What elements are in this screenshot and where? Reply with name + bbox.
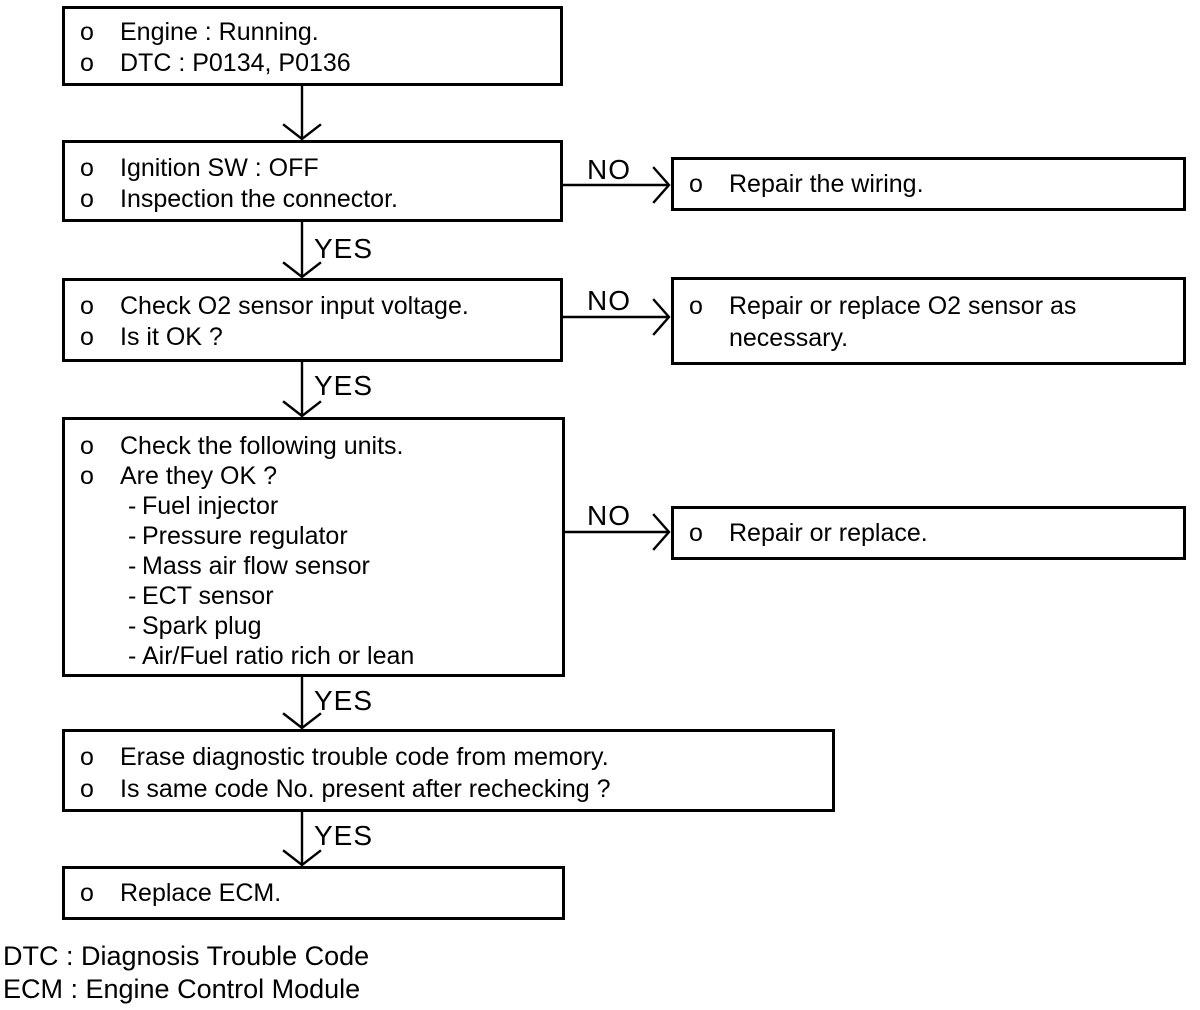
bullet-marker: o (80, 775, 94, 803)
bullet-marker: o (80, 879, 94, 907)
line-text: Repair or replace O2 sensor as necessary… (729, 292, 1077, 352)
line-text: Check the following units. (120, 432, 404, 460)
flow-box-repair-o2-sensor: o Repair or replace O2 sensor as necessa… (671, 277, 1186, 365)
line-text: Pressure regulator (142, 522, 348, 550)
box-line: o Repair the wiring. (674, 169, 1183, 200)
bullet-marker: o (80, 18, 94, 46)
box-line: o Erase diagnostic trouble code from mem… (65, 741, 832, 773)
box-line: o Are they OK ? (65, 461, 562, 491)
checklist-item: - Mass air flow sensor (65, 551, 562, 581)
box-line: o DTC : P0134, P0136 (65, 48, 560, 79)
dash-marker: - (128, 612, 137, 640)
arrowhead-down-5-icon (282, 849, 322, 867)
flow-box-o2-voltage-check: o Check O2 sensor input voltage. o Is it… (62, 278, 563, 362)
arrowhead-right-2-icon (652, 298, 671, 336)
dash-marker: - (128, 582, 137, 610)
line-text: Check O2 sensor input voltage. (120, 292, 469, 320)
bullet-marker: o (689, 170, 703, 198)
box-line: o Inspection the connector. (65, 184, 560, 215)
dash-marker: - (128, 492, 137, 520)
arrowhead-down-2-icon (282, 261, 322, 279)
bullet-marker: o (80, 292, 94, 320)
no-label-1: NO (587, 154, 631, 185)
checklist-item: - Pressure regulator (65, 521, 562, 551)
bullet-marker: o (689, 292, 703, 320)
arrowhead-down-1-icon (282, 123, 322, 141)
line-text: Air/Fuel ratio rich or lean (142, 642, 415, 670)
checklist-item: - Air/Fuel ratio rich or lean (65, 641, 562, 671)
arrowhead-right-3-icon (652, 513, 671, 551)
flow-box-start: o Engine : Running. o DTC : P0134, P0136 (62, 6, 563, 86)
arrowhead-right-1-icon (652, 166, 671, 204)
flow-box-repair-wiring: o Repair the wiring. (671, 157, 1186, 211)
yes-label-3: YES (314, 685, 374, 716)
checklist-item: - ECT sensor (65, 581, 562, 611)
flow-box-erase-dtc: o Erase diagnostic trouble code from mem… (62, 729, 835, 812)
line-text: Inspection the connector. (120, 185, 398, 213)
box-line: o Replace ECM. (65, 878, 562, 909)
no-label-2: NO (587, 285, 631, 316)
footnote-ecm: ECM : Engine Control Module (3, 974, 361, 1004)
line-text: Erase diagnostic trouble code from memor… (120, 743, 609, 771)
footnote-dtc: DTC : Diagnosis Trouble Code (3, 941, 370, 971)
box-line: o Repair or replace O2 sensor as necessa… (674, 290, 1183, 354)
line-text: Repair the wiring. (729, 170, 924, 198)
dash-marker: - (128, 522, 137, 550)
line-text: Fuel injector (142, 492, 279, 520)
box-line: o Check O2 sensor input voltage. (65, 291, 560, 322)
line-text: Replace ECM. (120, 879, 282, 907)
line-text: Mass air flow sensor (142, 552, 370, 580)
box-line: o Is same code No. present after recheck… (65, 773, 832, 805)
box-line: o Is it OK ? (65, 322, 560, 353)
checklist-item: - Spark plug (65, 611, 562, 641)
line-text: Ignition SW : OFF (120, 154, 319, 182)
bullet-marker: o (80, 49, 94, 77)
line-text: Is same code No. present after recheckin… (120, 775, 611, 803)
bullet-marker: o (689, 519, 703, 547)
box-line: o Check the following units. (65, 431, 562, 461)
checklist-item: - Fuel injector (65, 491, 562, 521)
dash-marker: - (128, 642, 137, 670)
flow-box-ignition-check: o Ignition SW : OFF o Inspection the con… (62, 140, 563, 222)
flow-box-repair-or-replace: o Repair or replace. (671, 506, 1186, 560)
bullet-marker: o (80, 432, 94, 460)
line-text: Engine : Running. (120, 18, 319, 46)
line-text: DTC : P0134, P0136 (120, 49, 351, 77)
bullet-marker: o (80, 154, 94, 182)
line-text: Repair or replace. (729, 519, 928, 547)
box-line: o Ignition SW : OFF (65, 153, 560, 184)
no-label-3: NO (587, 500, 631, 531)
dash-marker: - (128, 552, 137, 580)
bullet-marker: o (80, 462, 94, 490)
bullet-marker: o (80, 743, 94, 771)
line-text: ECT sensor (142, 582, 274, 610)
yes-label-2: YES (314, 370, 374, 401)
yes-label-4: YES (314, 820, 374, 851)
line-text: Is it OK ? (120, 323, 223, 351)
arrowhead-down-3-icon (282, 400, 322, 418)
flow-box-units-check: o Check the following units. o Are they … (62, 417, 565, 677)
flow-box-replace-ecm: o Replace ECM. (62, 866, 565, 920)
box-line: o Repair or replace. (674, 518, 1183, 549)
bullet-marker: o (80, 185, 94, 213)
line-text: Are they OK ? (120, 462, 278, 490)
box-line: o Engine : Running. (65, 17, 560, 48)
line-text: Spark plug (142, 612, 262, 640)
bullet-marker: o (80, 323, 94, 351)
yes-label-1: YES (314, 233, 374, 264)
